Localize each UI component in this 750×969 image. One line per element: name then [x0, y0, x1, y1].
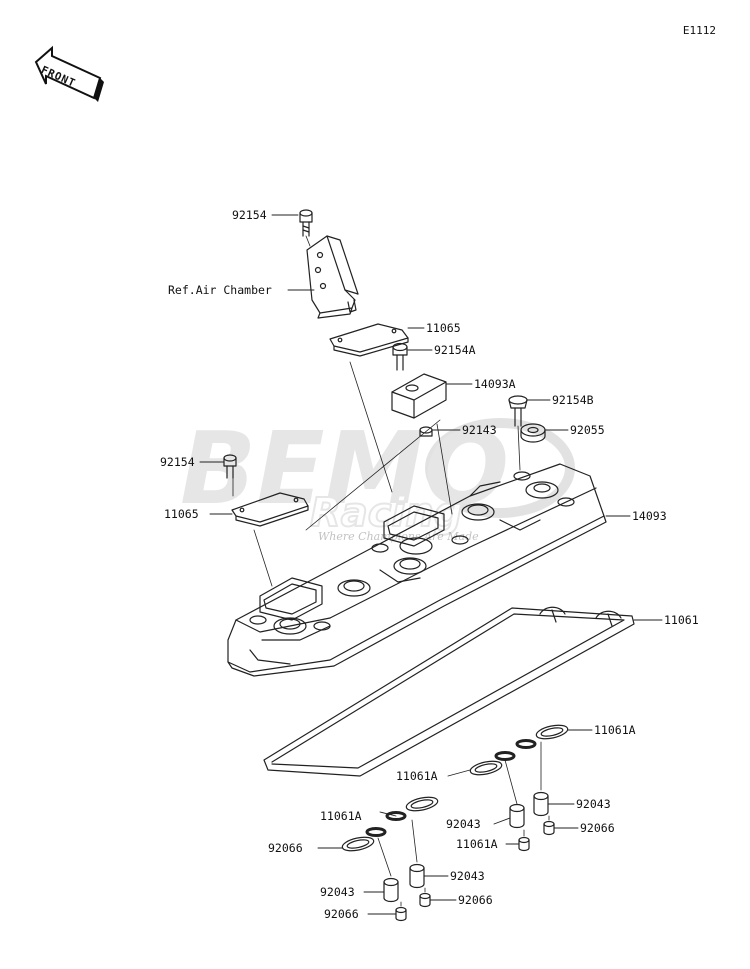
callout-label: 92055 — [570, 423, 605, 437]
block-14093a — [391, 373, 447, 419]
callout-label: 92066 — [580, 821, 615, 835]
bolt-92154a — [392, 342, 408, 371]
gasket-11065-upper — [329, 323, 409, 357]
svg-text:BEMO: BEMO — [180, 410, 509, 527]
callout-label: 92154 — [160, 455, 195, 469]
bolt-92154-left — [223, 454, 237, 479]
callout-label: 11065 — [426, 321, 461, 335]
bolt-92154-top — [299, 209, 313, 237]
callout-label: 92043 — [450, 869, 485, 883]
cap-92066-lower-b — [395, 906, 407, 922]
callout-label: 11065 — [164, 507, 199, 521]
callout-label: 92143 — [462, 423, 497, 437]
callout-label: 14093A — [474, 377, 516, 391]
svg-text:Racing: Racing — [310, 490, 462, 536]
cap-92066-right-a — [543, 820, 555, 836]
callout-label: Ref.Air Chamber — [168, 283, 272, 297]
o-ring-11061a-lower-b — [341, 827, 387, 852]
tube-92043-right-a — [533, 791, 549, 817]
gasket-11065-left — [231, 492, 309, 527]
callout-label: 92066 — [458, 893, 493, 907]
callout-label: 92043 — [576, 797, 611, 811]
callout-label: 92154B — [552, 393, 594, 407]
bolt-92154b — [508, 395, 528, 427]
callout-label: 92066 — [268, 841, 303, 855]
cylinder-head-cover-14093 — [227, 463, 607, 677]
cap-92066-right-b — [518, 836, 530, 852]
grommet-92055 — [520, 423, 546, 443]
callout-label: 92066 — [324, 907, 359, 921]
o-ring-11061a-lower-a — [385, 796, 439, 821]
figure-code: E1112 — [682, 24, 716, 37]
o-ring-11061a-upper — [515, 724, 569, 749]
callout-label: 14093 — [632, 509, 667, 523]
callout-label: 11061A — [396, 769, 438, 783]
callout-label: 11061A — [320, 809, 362, 823]
cap-92066-lower-a — [419, 892, 431, 908]
front-arrow-icon — [34, 45, 104, 102]
o-ring-11061a-mid — [469, 751, 516, 776]
tube-92043-lower-a — [409, 863, 425, 889]
callout-label: 92154A — [434, 343, 476, 357]
callout-label: 11061A — [456, 837, 498, 851]
tube-92043-lower-b — [383, 877, 399, 903]
gasket-11061 — [263, 606, 635, 777]
callout-label: 92154 — [232, 208, 267, 222]
callout-label: 11061A — [594, 723, 636, 737]
air-chamber-bracket — [306, 235, 359, 319]
callout-label: 11061 — [664, 613, 699, 627]
callout-label: 92043 — [320, 885, 355, 899]
callout-label: 92043 — [446, 817, 481, 831]
tube-92043-right-b — [509, 803, 525, 829]
